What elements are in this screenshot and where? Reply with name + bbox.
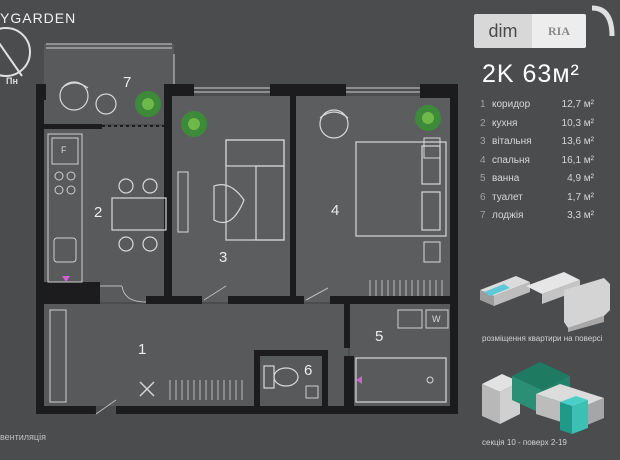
nightstand-icon [423,241,441,263]
corridor-wardrobe-icon [169,380,243,400]
windows [46,43,420,93]
dim-ria-badge[interactable]: dim RIA [474,14,586,48]
shoe-cabinet-icon [49,309,67,403]
fridge-label: F [61,145,67,155]
bath-floor [350,304,450,406]
room-label-3: 3 [219,249,228,266]
floor-plan [0,27,458,415]
kitchen-counter [47,133,83,283]
dining-table-icon [111,197,167,231]
washer-icon [425,309,449,329]
building-section-map [482,362,604,434]
tv-stand-icon [177,171,189,233]
door-swings [95,285,329,415]
wardrobe-icon [369,280,443,296]
apartment-highlight [484,284,510,296]
room-label-1: 1 [138,341,147,358]
vent-marker-icon [139,381,155,397]
riser-marker-icon [62,276,70,282]
riser-marker-icon [356,376,362,384]
nightstand-icon [423,137,441,159]
room-label-6: 6 [304,362,313,379]
kitchen-floor [44,126,168,302]
compass-label: Пн [6,76,18,86]
bed-icon [355,141,447,237]
section-caption: секція 10 - поверх 2-19 [482,438,567,447]
compass-icon [0,27,31,77]
room-label-5: 5 [375,328,384,345]
brand-name: YGARDEN [0,10,77,26]
chairs-icon [118,178,158,252]
corner-arc-icon [591,5,615,37]
sink-icon [53,237,77,263]
lounge-chair-icon [59,81,89,111]
walls [36,84,458,414]
vent-label: вентиляція [0,432,46,442]
badge-dim: dim [474,14,532,48]
toilet-icon [263,365,299,389]
floor-location-map [480,272,610,332]
room-label-2: 2 [94,204,103,221]
plant-icon [415,105,441,131]
plant-icon [135,91,161,117]
room-label-4: 4 [331,202,340,219]
side-table-icon [95,93,117,115]
sofa-icon [225,139,285,241]
floor-location-caption: розміщення квартири на поверсі [482,334,603,343]
drain-icon [426,376,434,384]
stove-icon [54,171,76,195]
sink-small-icon [305,385,319,399]
plant-icon [181,111,207,137]
apartment-title: 2K 63м² [482,60,580,88]
armchair-icon [319,109,349,139]
room-label-7: 7 [123,74,132,91]
bath-sink-icon [397,309,423,329]
coffee-table-icon [213,184,245,224]
fridge-icon [51,137,79,165]
washer-label: W [432,314,441,324]
badge-ria-logo: RIA [532,14,586,48]
